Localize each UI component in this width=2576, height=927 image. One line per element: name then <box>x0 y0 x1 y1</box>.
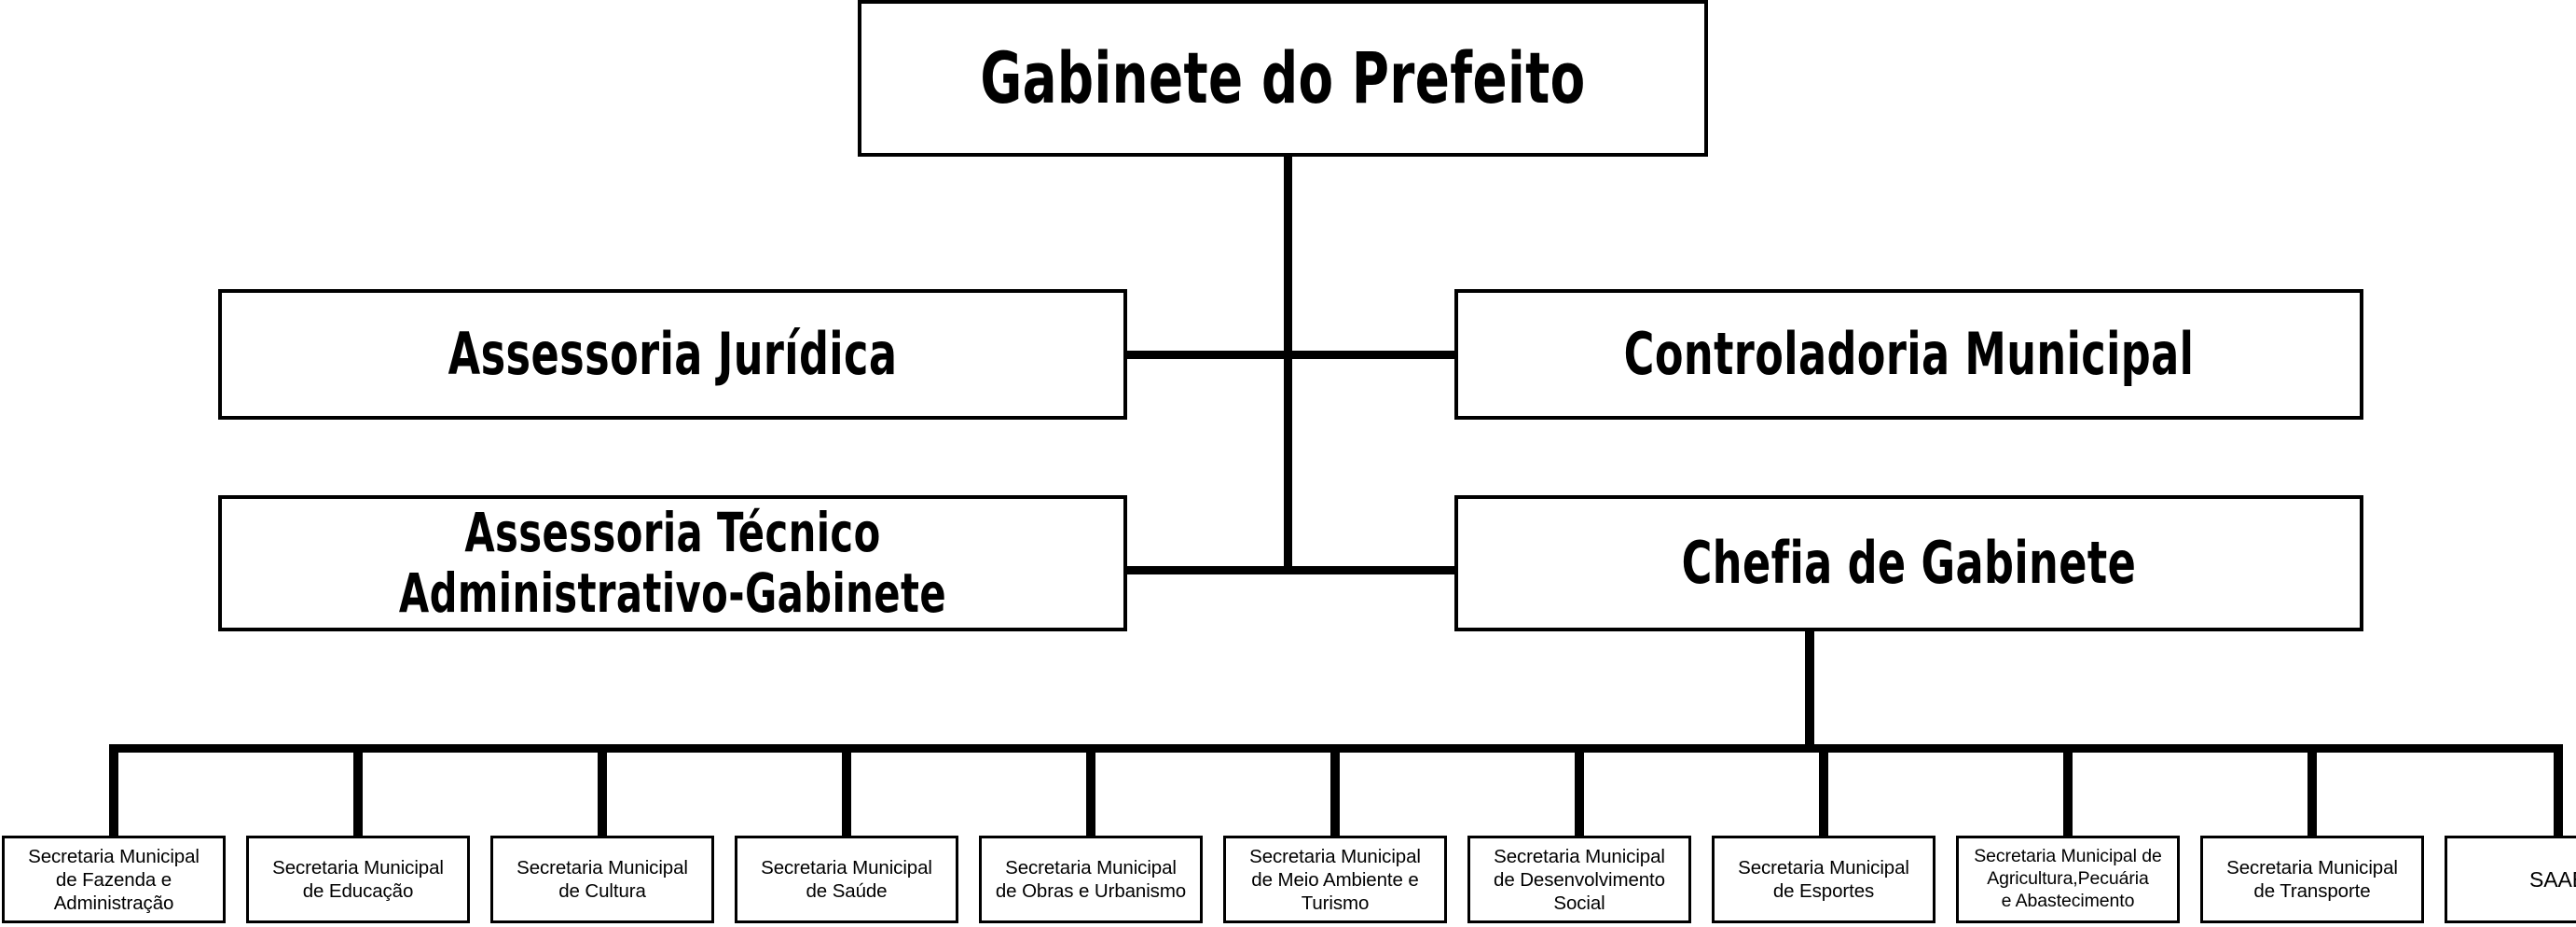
node-label: Chefia de Gabinete <box>1681 528 2137 597</box>
node-label: Secretaria Municipal de Esportes <box>1738 857 1909 902</box>
node-secretaria-municipal-de-meio-ambiente-e-turismo[interactable]: Secretaria Municipal de Meio Ambiente e … <box>1223 836 1447 923</box>
node-saae[interactable]: SAAE <box>2445 836 2576 923</box>
node-label: SAAE <box>2529 866 2576 892</box>
node-label: Secretaria Municipal de Educação <box>272 857 444 902</box>
node-label: Secretaria Municipal de Cultura <box>517 857 688 902</box>
node-label: Secretaria Municipal de Fazenda e Admini… <box>28 845 200 914</box>
node-label: Secretaria Municipal de Obras e Urbanism… <box>995 857 1187 902</box>
connector-department-stem <box>842 744 851 839</box>
connector-department-stem <box>109 744 118 839</box>
connector-department-stem <box>1575 744 1584 839</box>
connector-department-stem <box>598 744 607 839</box>
connector-department-stem <box>1819 744 1828 839</box>
connector-department-stem <box>1086 744 1095 839</box>
node-secretaria-municipal-de-fazenda-e-administracao[interactable]: Secretaria Municipal de Fazenda e Admini… <box>2 836 226 923</box>
node-secretaria-municipal-de-esportes[interactable]: Secretaria Municipal de Esportes <box>1712 836 1935 923</box>
connector-tier3-left <box>1123 566 1291 574</box>
node-secretaria-municipal-de-obras-e-urbanismo[interactable]: Secretaria Municipal de Obras e Urbanism… <box>979 836 1203 923</box>
node-secretaria-municipal-de-transporte[interactable]: Secretaria Municipal de Transporte <box>2200 836 2424 923</box>
node-label: Secretaria Municipal de Meio Ambiente e … <box>1249 845 1421 914</box>
connector-department-stem <box>1330 744 1340 839</box>
node-label: Secretaria Municipal de Saúde <box>761 857 932 902</box>
node-secretaria-municipal-de-cultura[interactable]: Secretaria Municipal de Cultura <box>490 836 714 923</box>
node-secretaria-municipal-de-agricultura-pecuaria-e-a[interactable]: Secretaria Municipal de Agricultura,Pecu… <box>1956 836 2180 923</box>
node-assessoria-juridica[interactable]: Assessoria Jurídica <box>218 289 1127 420</box>
node-label: Assessoria Jurídica <box>448 319 898 388</box>
connector-root-trunk <box>1284 155 1292 574</box>
node-label: Secretaria Municipal de Transporte <box>2226 857 2398 902</box>
connector-tier2-left <box>1123 351 1291 359</box>
node-chefia-de-gabinete[interactable]: Chefia de Gabinete <box>1454 495 2363 631</box>
node-secretaria-municipal-de-educacao[interactable]: Secretaria Municipal de Educação <box>246 836 470 923</box>
connector-tier3-right <box>1284 566 1458 574</box>
node-secretaria-municipal-de-saude[interactable]: Secretaria Municipal de Saúde <box>735 836 958 923</box>
connector-department-stem <box>2307 744 2317 839</box>
node-label: Secretaria Municipal de Desenvolvimento … <box>1494 845 1665 914</box>
node-controladoria-municipal[interactable]: Controladoria Municipal <box>1454 289 2363 420</box>
node-secretaria-municipal-de-desenvolvimento-social[interactable]: Secretaria Municipal de Desenvolvimento … <box>1467 836 1691 923</box>
connector-department-stem <box>2063 744 2073 839</box>
node-label: Secretaria Municipal de Agricultura,Pecu… <box>1974 846 2162 911</box>
connector-department-stem <box>2553 744 2563 839</box>
node-gabinete-do-prefeito[interactable]: Gabinete do Prefeito <box>858 0 1708 157</box>
connector-department-stem <box>353 744 363 839</box>
node-assessoria-tecnico-administrativo[interactable]: Assessoria Técnico Administrativo-Gabine… <box>218 495 1127 631</box>
connector-chefia-stem <box>1805 630 1814 751</box>
node-label: Controladoria Municipal <box>1623 319 2195 388</box>
node-label: Assessoria Técnico Administrativo-Gabine… <box>398 501 947 625</box>
connector-tier2-right <box>1284 351 1458 359</box>
node-label: Gabinete do Prefeito <box>980 35 1586 119</box>
